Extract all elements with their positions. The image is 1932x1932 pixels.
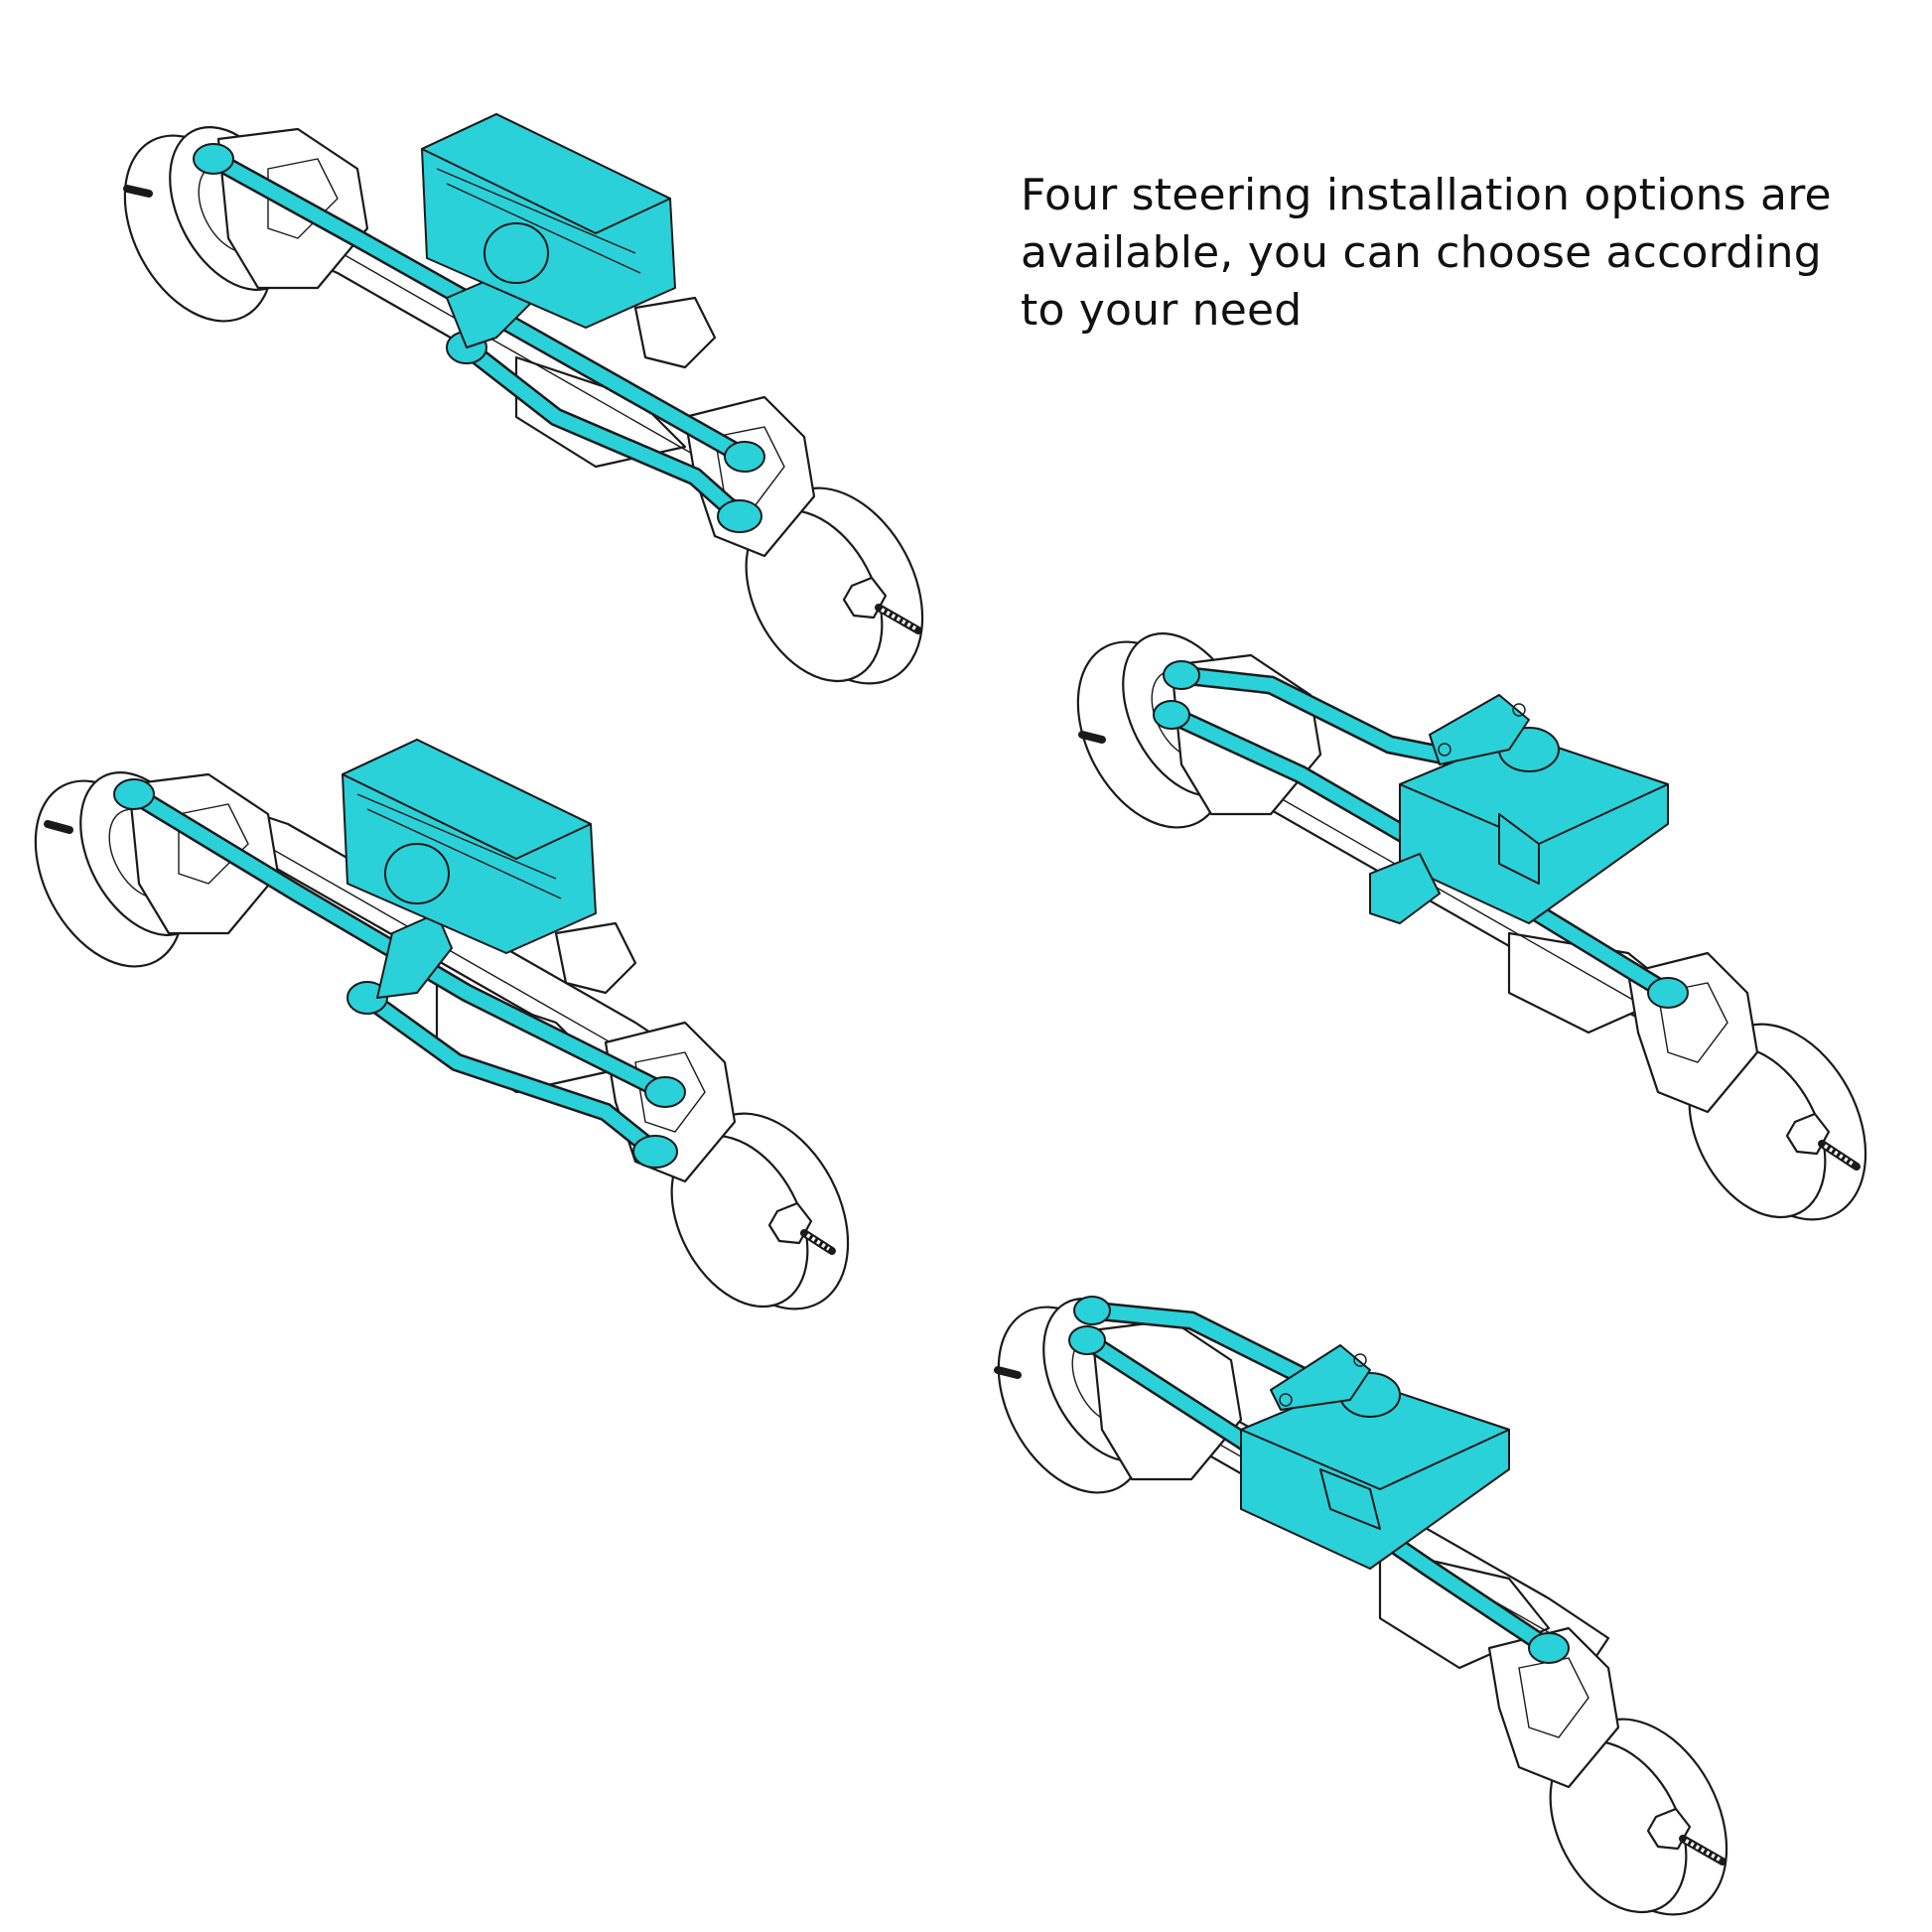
axle-assembly-2 [34,739,850,1311]
axle-assembly-4 [994,1296,1728,1916]
tie-rod [207,152,752,464]
rod-end [717,499,762,533]
axle-clamp [1369,853,1441,924]
rod-end [632,1135,678,1169]
rod-end [1153,700,1190,730]
link-mount [554,921,637,995]
servo-horn [1270,1344,1371,1411]
axle-assembly-1 [123,113,924,685]
steering-option-2 [0,735,894,1350]
rod-end [193,143,234,175]
servo-gear [384,843,450,904]
steering-option-4 [993,1291,1847,1926]
servo-horn [1429,694,1530,765]
axle-assembly-3 [1076,632,1867,1221]
rod-end [644,1076,686,1108]
rod-end [113,778,155,810]
rod-end [1073,1296,1111,1325]
rod-end [1163,660,1200,690]
rod-end [346,981,388,1015]
link-mount [633,296,717,369]
rod-end [1528,1632,1570,1664]
caption-line-1: Four steering installation options are [1021,170,1832,220]
plate-bracket [1498,813,1540,885]
rod-end [724,441,765,473]
caption: Four steering installation options are a… [1021,167,1874,340]
drag-link [460,341,747,523]
plate-bracket [1319,1468,1381,1530]
rod-end [1068,1325,1106,1355]
caption-line-2: available, you can choose according [1021,227,1822,278]
tie-rod [1165,708,1675,1000]
tie-rod [127,787,672,1099]
steering-option-3 [1072,632,1926,1251]
steering-option-1 [0,0,993,715]
rod-end [1647,977,1689,1009]
drag-link [360,991,662,1159]
caption-line-3: to your need [1021,285,1303,336]
servo-gear [483,222,549,284]
